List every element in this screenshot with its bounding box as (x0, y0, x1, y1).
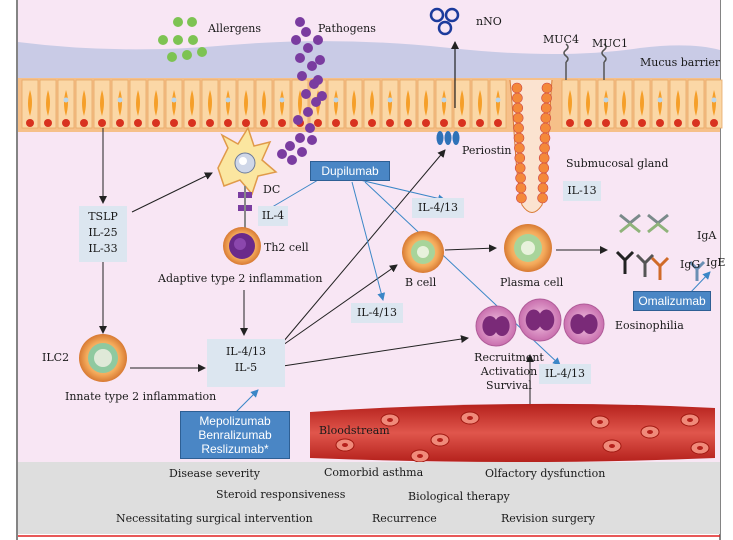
outcome-disease-severity: Disease severity (169, 467, 260, 480)
nno-molecule-icon (429, 7, 460, 36)
alarmins-box: TSLP IL-25 IL-33 (79, 206, 127, 262)
center-il5: IL-5 (234, 361, 258, 374)
recruitment-label: Recruitment (474, 351, 544, 364)
ige-label: IgE (706, 256, 726, 269)
dupilumab-box: Dupilumab (310, 161, 390, 181)
anti-il5-drugs-box: Mepolizumab Benralizumab Reslizumab* (180, 411, 290, 459)
pathogens-label: Pathogens (318, 22, 376, 35)
il413-il5-box: IL-4/13 IL-5 (207, 339, 285, 387)
nno-label: nNO (476, 15, 502, 28)
il4-box: IL-4 (258, 206, 288, 226)
alarmin-tslp: TSLP (88, 210, 118, 223)
th2-cell-icon (223, 227, 261, 265)
outcome-biological: Biological therapy (408, 490, 510, 503)
drug-benralizumab: Benralizumab (198, 428, 272, 442)
submucosal-gland-label: Submucosal gland (566, 157, 669, 170)
plasma-cell-label: Plasma cell (500, 276, 564, 289)
plasma-cell-icon (504, 224, 552, 272)
outcome-recurrence: Recurrence (372, 512, 437, 525)
ilc2-label: ILC2 (42, 351, 70, 364)
periostin-icon (436, 131, 460, 145)
allergen-icon (158, 17, 207, 62)
il413-box-lower: IL-4/13 (539, 364, 591, 384)
outcome-surgical: Necessitating surgical intervention (116, 512, 313, 525)
antigen-presentation-link (238, 186, 252, 228)
igg-label: IgG (680, 258, 701, 271)
innate-label: Innate type 2 inflammation (65, 390, 217, 403)
mucus-barrier (18, 41, 720, 80)
muc4-label: MUC4 (543, 33, 579, 46)
submucosal-gland-icon (509, 79, 553, 213)
bloodstream-vessel (310, 403, 715, 463)
outcome-steroid: Steroid responsiveness (216, 488, 346, 501)
adaptive-label: Adaptive type 2 inflammation (158, 272, 323, 285)
b-cell-icon (402, 231, 444, 273)
b-cell-label: B cell (405, 276, 437, 289)
omalizumab-box: Omalizumab (633, 291, 711, 311)
muc1-label: MUC1 (592, 37, 628, 50)
antibody-icon (615, 213, 706, 281)
activation-label: Activation (480, 365, 538, 378)
outcome-comorbid-asthma: Comorbid asthma (324, 466, 424, 479)
center-il413: IL-4/13 (225, 345, 267, 358)
eosinophilia-label: Eosinophilia (615, 319, 684, 332)
alarmin-il25: IL-25 (88, 226, 118, 239)
epithelium (18, 78, 723, 132)
outcomes-panel (18, 462, 720, 534)
outcome-olfactory: Olfactory dysfunction (485, 467, 606, 480)
mucin-icon (563, 43, 607, 80)
il13-box: IL-13 (563, 181, 601, 201)
ilc2-cell-icon (79, 334, 127, 382)
survival-label: Survival (486, 379, 532, 392)
drug-reslizumab: Reslizumab* (201, 442, 269, 456)
th2-label: Th2 cell (264, 241, 309, 254)
allergens-label: Allergens (208, 22, 262, 35)
pathway-arrows (99, 128, 608, 412)
iga-label: IgA (697, 229, 717, 242)
outcome-revision: Revision surgery (501, 512, 595, 525)
il413-box-mid: IL-4/13 (351, 303, 403, 323)
dc-label: DC (263, 183, 281, 196)
bloodstream-label: Bloodstream (319, 424, 390, 437)
pathogen-icon (277, 17, 327, 165)
drug-mepolizumab: Mepolizumab (199, 414, 271, 428)
il413-box-upper: IL-4/13 (412, 198, 464, 218)
periostin-label: Periostin (462, 144, 512, 157)
dendritic-cell-icon (217, 126, 278, 196)
mucus-barrier-label: Mucus barrier (640, 56, 721, 69)
alarmin-il33: IL-33 (88, 242, 118, 255)
